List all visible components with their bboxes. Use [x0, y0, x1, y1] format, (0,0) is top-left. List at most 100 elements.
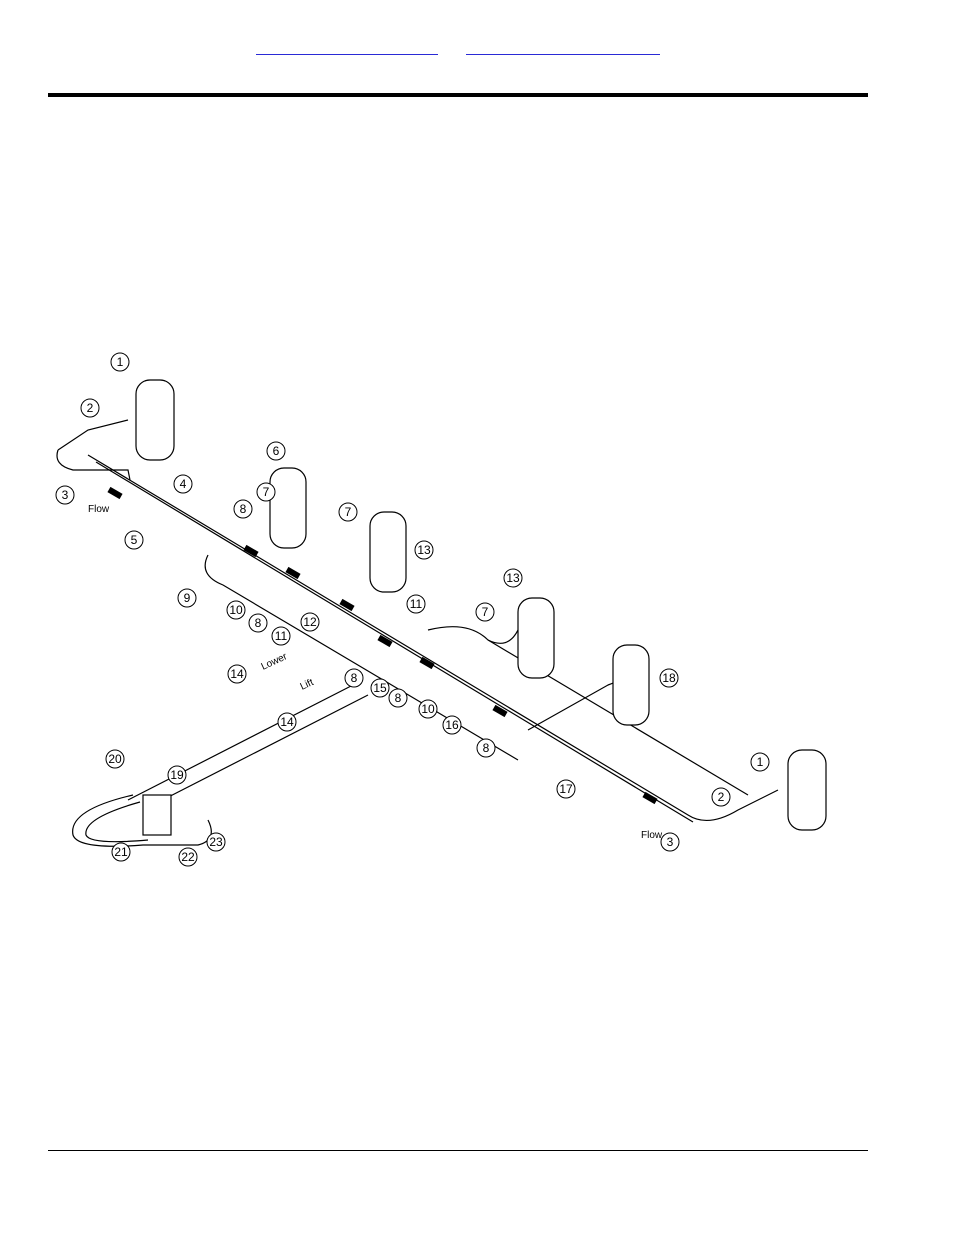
- cylinder-1-left: [135, 379, 175, 461]
- cylinder-18: [612, 644, 650, 726]
- callout-number: 11: [410, 597, 423, 611]
- fitting: [107, 486, 123, 500]
- fitting: [339, 598, 355, 612]
- cylinder-1-right: [787, 749, 827, 831]
- callout-circle: [344, 668, 364, 688]
- hydraulic-diagram: 1234567789108111213117138158101618814142…: [55, 352, 827, 867]
- callout-circle: [414, 540, 434, 560]
- left-return-hose: [56, 449, 131, 481]
- callout-number: 7: [482, 605, 489, 619]
- callout-number: 14: [230, 667, 244, 681]
- callout-circle: [388, 688, 408, 708]
- callout-number: 21: [114, 845, 128, 859]
- callout-number: 8: [483, 741, 490, 755]
- callout-circle: [659, 668, 679, 688]
- cylinder-13-lower: [517, 597, 555, 679]
- callout-number: 7: [345, 505, 352, 519]
- callout-number: 8: [351, 671, 358, 685]
- callout-number: 8: [240, 502, 247, 516]
- callout-circle: [277, 712, 297, 732]
- callout-circle: [475, 602, 495, 622]
- callout-number: 1: [757, 755, 764, 769]
- callout-number: 12: [303, 615, 317, 629]
- callout-circle: [80, 398, 100, 418]
- callout-circle: [256, 482, 276, 502]
- callout-number: 6: [273, 444, 280, 458]
- fitting: [642, 791, 658, 805]
- callout-circle: [206, 832, 226, 852]
- callout-circle: [300, 612, 320, 632]
- callout-number: 13: [506, 571, 520, 585]
- callout-number: 16: [445, 718, 459, 732]
- callout-circle: [233, 499, 253, 519]
- callout-number: 22: [181, 850, 195, 864]
- main-hose-lower: [95, 461, 694, 823]
- callout-circle: [227, 664, 247, 684]
- callout-number: 5: [131, 533, 138, 547]
- callout-number: 9: [184, 591, 191, 605]
- callout-circle: [556, 779, 576, 799]
- fitting: [243, 544, 259, 558]
- callout-circle: [124, 530, 144, 550]
- control-loop-inner: [85, 801, 149, 843]
- footer-rule: [48, 1150, 868, 1151]
- callout-number: 8: [255, 616, 262, 630]
- callout-circle: [406, 594, 426, 614]
- cross-hose: [204, 554, 519, 761]
- callout-circle: [442, 715, 462, 735]
- fitting: [492, 704, 508, 718]
- callout-circle: [55, 485, 75, 505]
- callout-circle: [503, 568, 523, 588]
- callout-number: 2: [87, 401, 94, 415]
- callout-number: 11: [275, 629, 288, 643]
- callout-number: 10: [421, 702, 435, 716]
- left-loop: [57, 419, 129, 451]
- callout-number: 13: [417, 543, 431, 557]
- flow-label-left: Flow: [88, 504, 110, 515]
- control-valve: [142, 794, 172, 836]
- lower-label: Lower: [260, 651, 290, 673]
- callout-circle: [418, 699, 438, 719]
- callout-circle: [271, 626, 291, 646]
- lift-hose-b: [142, 694, 369, 811]
- callout-number: 19: [170, 768, 184, 782]
- callout-circle: [173, 474, 193, 494]
- callout-number: 4: [180, 477, 187, 491]
- callout-circle: [178, 847, 198, 867]
- fitting: [285, 566, 301, 580]
- fitting: [419, 656, 435, 670]
- mid-hose-7: [427, 626, 519, 644]
- callout-circle: [660, 832, 680, 852]
- callout-number: 3: [62, 488, 69, 502]
- callout-number: 23: [209, 835, 223, 849]
- callout-number: 8: [395, 691, 402, 705]
- fitting: [377, 634, 393, 648]
- callout-number: 3: [667, 835, 674, 849]
- callout-circle: [338, 502, 358, 522]
- callout-number: 7: [263, 485, 270, 499]
- flow-label-right: Flow: [641, 830, 663, 841]
- callout-number: 1: [117, 355, 124, 369]
- header-link-2[interactable]: [466, 40, 660, 55]
- control-loop-outer: [72, 794, 212, 847]
- cylinder-6: [269, 467, 307, 549]
- cylinder-13-upper: [369, 511, 407, 593]
- lift-hose-a: [127, 684, 354, 801]
- callout-circle: [167, 765, 187, 785]
- callout-circle: [110, 352, 130, 372]
- callout-circle: [370, 678, 390, 698]
- callout-circle: [248, 613, 268, 633]
- header-rule: [48, 93, 868, 97]
- callout-circle: [177, 588, 197, 608]
- callout-number: 17: [559, 782, 573, 796]
- callout-number: 14: [280, 715, 294, 729]
- callout-circle: [711, 787, 731, 807]
- main-hose-upper: [87, 454, 779, 821]
- callout-circle: [476, 738, 496, 758]
- callout-number: 18: [662, 671, 676, 685]
- header-link-1[interactable]: [256, 40, 438, 55]
- callout-circle: [750, 752, 770, 772]
- callout-circle: [111, 842, 131, 862]
- callout-circle: [226, 600, 246, 620]
- callout-number: 2: [718, 790, 725, 804]
